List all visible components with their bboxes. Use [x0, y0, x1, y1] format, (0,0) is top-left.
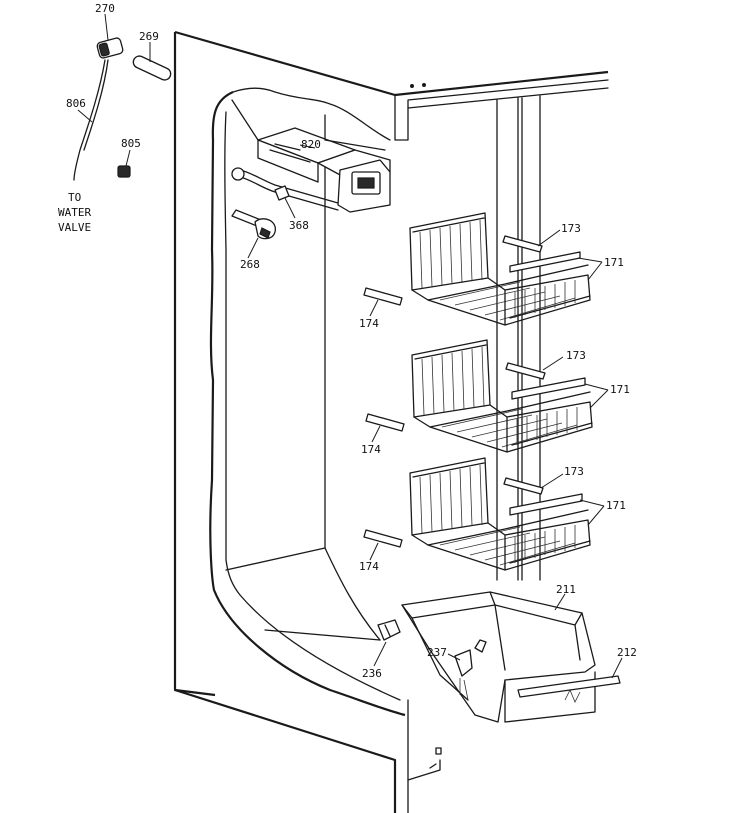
callout-805: 805 — [121, 137, 141, 150]
fill-cup — [231, 209, 276, 240]
water-note-line-2: WATER — [58, 206, 91, 219]
callout-173-bottom: 173 — [564, 465, 584, 478]
callout-368: 368 — [289, 219, 309, 232]
callout-211: 211 — [556, 583, 576, 596]
callout-806: 806 — [66, 97, 86, 110]
callout-820: 820 — [301, 138, 321, 151]
water-note-line-3: VALVE — [58, 221, 91, 234]
cabinet-shell — [173, 30, 609, 813]
water-note-line-1: TO — [68, 191, 81, 204]
callout-173-middle: 173 — [566, 349, 586, 362]
callout-237: 237 — [427, 646, 447, 659]
wire-basket-top — [409, 212, 591, 326]
side-shelf-supports — [363, 287, 405, 548]
water-line-assembly — [73, 37, 172, 181]
rear-shelf-supports — [502, 235, 546, 495]
ice-bucket — [401, 591, 621, 723]
callout-269: 269 — [139, 30, 159, 43]
callout-270: 270 — [95, 2, 115, 15]
callout-174-middle: 174 — [361, 443, 381, 456]
callout-236: 236 — [362, 667, 382, 680]
callout-171-top: 171 — [604, 256, 624, 269]
icemaker — [231, 99, 391, 213]
callout-labels: 270 269 806 805 820 368 268 173 171 174 … — [58, 2, 637, 680]
callout-212: 212 — [617, 646, 637, 659]
callout-173-top: 173 — [561, 222, 581, 235]
rear-rails — [496, 95, 541, 581]
callout-174-bottom: 174 — [359, 560, 379, 573]
callout-268: 268 — [240, 258, 260, 271]
leader-lines — [77, 13, 623, 679]
callout-171-middle: 171 — [610, 383, 630, 396]
wire-basket-bottom — [409, 457, 591, 571]
callout-171-bottom: 171 — [606, 499, 626, 512]
wire-basket-middle — [411, 339, 593, 453]
fill-tube-bracket — [274, 185, 290, 201]
freezer-liner — [209, 87, 406, 717]
bucket-stop — [377, 619, 401, 641]
callout-174-top: 174 — [359, 317, 379, 330]
